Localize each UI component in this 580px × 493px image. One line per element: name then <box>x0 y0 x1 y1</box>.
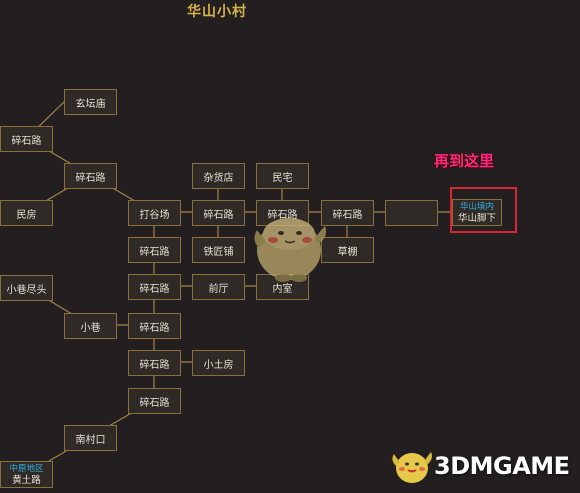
node-gravel-road-7[interactable]: 碎石路 <box>128 274 181 300</box>
node-label: 黄土路 <box>12 474 41 486</box>
node-dwelling[interactable]: 民宅 <box>256 163 309 189</box>
mascot-watermark-icon <box>254 218 327 282</box>
node-thatched-shed[interactable]: 草棚 <box>321 237 374 263</box>
watermark-text: 3DMGAME <box>434 452 570 480</box>
region-label: 华山境内 <box>459 201 494 212</box>
node-alley-end[interactable]: 小巷尽头 <box>0 275 53 301</box>
node-south-village-gate[interactable]: 南村口 <box>64 425 117 451</box>
node-general-store[interactable]: 杂货店 <box>192 163 245 189</box>
node-alley[interactable]: 小巷 <box>64 313 117 339</box>
node-unnamed[interactable] <box>385 200 438 226</box>
node-huashan-foot[interactable]: 华山境内 华山脚下 <box>452 199 502 226</box>
node-gravel-road-3[interactable]: 碎石路 <box>192 200 245 226</box>
annotation-text: 再到这里 <box>434 152 495 170</box>
node-gravel-road-1[interactable]: 碎石路 <box>0 126 53 152</box>
region-label: 中原地区 <box>9 463 44 474</box>
map-title: 华山小村 <box>187 4 247 20</box>
highlight-box <box>450 187 517 233</box>
node-gravel-road-9[interactable]: 碎石路 <box>128 350 181 376</box>
node-residence[interactable]: 民房 <box>0 200 53 226</box>
node-blacksmith[interactable]: 铁匠铺 <box>192 237 245 263</box>
node-gravel-road-2[interactable]: 碎石路 <box>64 163 117 189</box>
node-gravel-road-8[interactable]: 碎石路 <box>128 313 181 339</box>
node-label: 华山脚下 <box>457 212 496 224</box>
node-gravel-road-5[interactable]: 碎石路 <box>321 200 374 226</box>
node-xuantan-temple[interactable]: 玄坛庙 <box>64 89 117 115</box>
node-dagu-field[interactable]: 打谷场 <box>128 200 181 226</box>
mascot-logo-icon <box>392 452 432 483</box>
node-gravel-road-10[interactable]: 碎石路 <box>128 388 181 414</box>
node-front-hall[interactable]: 前厅 <box>192 274 245 300</box>
node-small-earth-house[interactable]: 小土房 <box>192 350 245 376</box>
node-gravel-road-6[interactable]: 碎石路 <box>128 237 181 263</box>
watermark: 3DMGAME <box>388 442 580 488</box>
node-yellow-earth-road[interactable]: 中原地区 黄土路 <box>0 461 53 488</box>
